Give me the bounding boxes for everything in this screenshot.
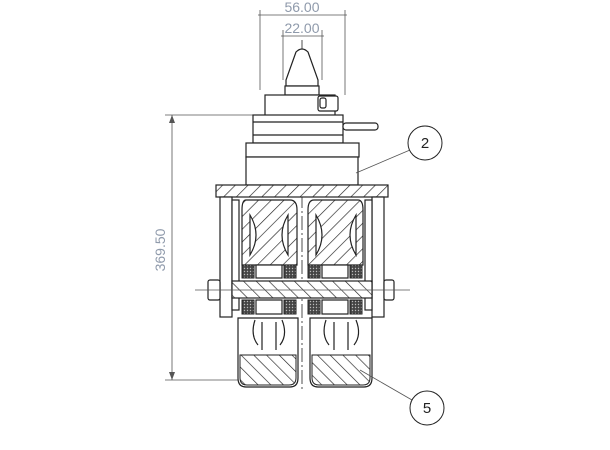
dimension-inner-width: 22.00 [281,20,324,80]
spindle-head [245,48,379,186]
wheel-right [307,199,373,388]
dimension-overall-height: 369.50 [152,114,268,381]
balloon-5: 5 [359,369,445,426]
dimension-inner-width-label: 22.00 [284,20,319,36]
axle [195,279,410,301]
balloon-2-label: 2 [421,135,429,152]
wheel-left [237,199,299,388]
balloon-2: 2 [355,125,443,174]
dimension-outer-width: 56.00 [258,0,347,95]
dimension-overall-height-label: 369.50 [152,228,168,271]
dimension-outer-width-label: 56.00 [284,0,319,15]
caster-frame [215,184,389,318]
balloon-5-label: 5 [423,400,431,417]
